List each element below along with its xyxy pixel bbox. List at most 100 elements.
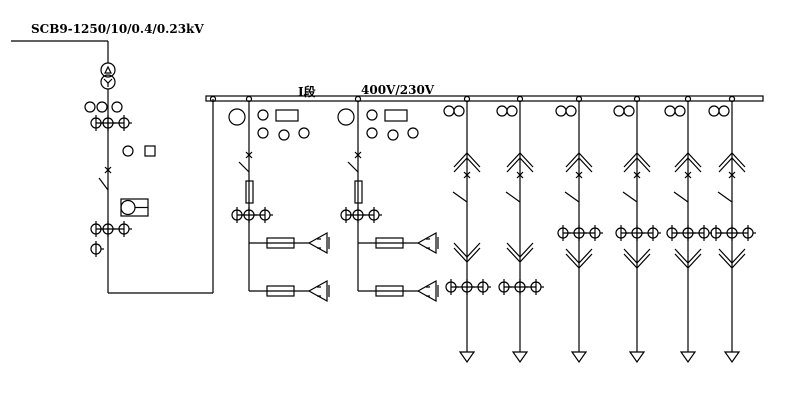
fuse-icon: [354, 180, 363, 204]
cable-end-arrow-icon: [570, 351, 588, 364]
plug-in-contact-icon: [623, 152, 651, 168]
fuse-icon: [266, 285, 295, 297]
incoming-panel: [11, 40, 214, 294]
cable-end-arrow-icon: [458, 351, 476, 364]
main-switch-blade: [98, 177, 109, 191]
switch-blade: [505, 191, 521, 203]
busbar-rect: [205, 95, 764, 102]
plug-in-contact-icon: [453, 152, 481, 168]
plug-in-contact-icon: [506, 247, 534, 263]
outgoing-feeder-5: [664, 101, 712, 364]
transformer-label: SCB9-1250/10/0.4/0.23kV: [31, 22, 204, 36]
large-meter-circle: [228, 108, 246, 126]
motor-feeder-1: [228, 101, 330, 303]
plug-in-contact-icon: [506, 242, 534, 258]
plug-in-contact-icon: [506, 152, 534, 168]
load-terminal-icon: [307, 231, 328, 255]
meter-circle: [565, 105, 577, 117]
meter-circle: [718, 105, 730, 117]
breaker-x-icon: [516, 171, 524, 179]
plug-in-contact-icon: [674, 152, 702, 168]
meter-circle: [298, 127, 310, 139]
switch-blade: [564, 191, 580, 203]
plug-in-contact-icon: [674, 253, 702, 269]
meter-circle: [257, 127, 269, 139]
outgoing-feeder-2: [496, 101, 544, 364]
plug-in-contact-icon: [674, 157, 702, 173]
breaker-x-icon: [575, 171, 583, 179]
plug-in-contact-icon: [718, 248, 746, 264]
indicator-square: [144, 145, 156, 157]
large-meter-circle: [337, 108, 355, 126]
plug-in-contact-icon: [565, 248, 593, 264]
plug-in-contact-icon: [453, 247, 481, 263]
plug-in-contact-icon: [718, 253, 746, 269]
plug-in-contact-icon: [453, 242, 481, 258]
meter-circle: [407, 127, 419, 139]
plug-in-contact-icon: [718, 152, 746, 168]
outgoing-feeder-4: [613, 101, 661, 364]
meter-circle: [84, 101, 96, 113]
breaker-x-icon: [245, 151, 253, 159]
plug-in-contact-icon: [453, 157, 481, 173]
bus-tap-point: [209, 95, 217, 103]
meter-circle: [366, 109, 378, 121]
star-symbol: [103, 78, 113, 84]
load-terminal-icon: [416, 279, 437, 303]
plug-in-contact-icon: [718, 157, 746, 173]
switch-blade: [622, 191, 638, 203]
fuse-icon: [266, 237, 295, 249]
plug-in-contact-icon: [565, 253, 593, 269]
meter-circle: [613, 105, 625, 117]
plug-in-contact-icon: [623, 248, 651, 264]
breaker-x-icon: [728, 171, 736, 179]
meter-circle: [453, 105, 465, 117]
switch-blade: [452, 191, 468, 203]
meter-circle: [257, 109, 269, 121]
breaker-x-icon: [684, 171, 692, 179]
busbar: [205, 95, 764, 103]
meter-circle: [96, 101, 108, 113]
cable-end-arrow-icon: [679, 351, 697, 364]
meter-circle: [387, 129, 399, 141]
meter-circle: [366, 127, 378, 139]
cable-end-arrow-icon: [628, 351, 646, 364]
outgoing-feeder-6: [708, 101, 756, 364]
plug-in-contact-icon: [674, 248, 702, 264]
switch-blade: [238, 161, 250, 173]
plug-in-contact-icon: [623, 253, 651, 269]
cable-end-arrow-icon: [723, 351, 741, 364]
meter-box: [275, 109, 299, 122]
meter-circle: [278, 129, 290, 141]
load-terminal-icon: [416, 231, 437, 255]
meter-circle: [555, 105, 567, 117]
meter-circle: [443, 105, 455, 117]
meter-circle: [664, 105, 676, 117]
outgoing-feeder-3: [555, 101, 603, 364]
load-terminal-icon: [307, 279, 328, 303]
meter-circle: [506, 105, 518, 117]
outgoing-feeder-1: [443, 101, 491, 364]
cable-end-arrow-icon: [511, 351, 529, 364]
switch-blade: [673, 191, 689, 203]
fuse-icon: [245, 180, 254, 204]
switch-blade: [717, 191, 733, 203]
power-meter-circle: [120, 199, 136, 216]
meter-circle: [708, 105, 720, 117]
transformer-primary-delta-icon: [100, 62, 116, 78]
motor-feeder-2: [337, 101, 439, 303]
breaker-x-icon: [463, 171, 471, 179]
plug-in-contact-icon: [623, 157, 651, 173]
meter-circle: [496, 105, 508, 117]
indicator-lamp: [122, 145, 134, 157]
delta-symbol: [104, 65, 112, 74]
switch-blade: [347, 161, 359, 173]
breaker-x-icon: [104, 166, 112, 174]
fuse-icon: [375, 285, 404, 297]
bus-voltage-label: 400V/230V: [361, 83, 435, 97]
bus-section-label: I段: [298, 85, 316, 99]
fuse-icon: [375, 237, 404, 249]
plug-in-contact-icon: [565, 152, 593, 168]
meter-circle: [623, 105, 635, 117]
